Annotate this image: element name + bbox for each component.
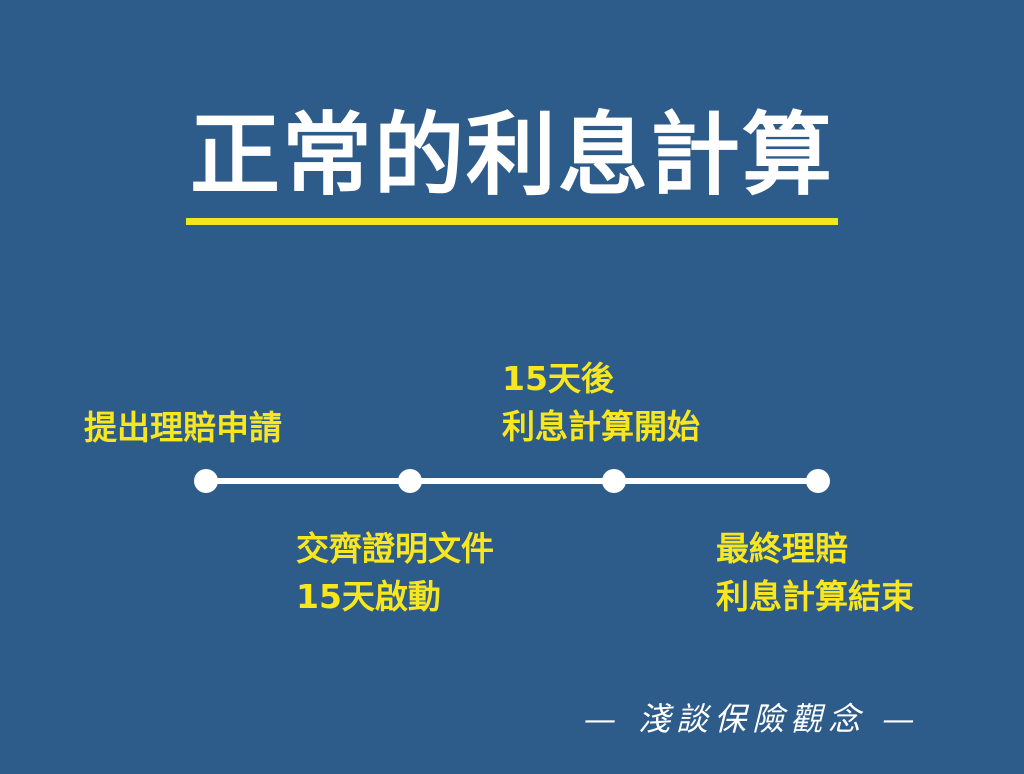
timeline-label-2-line-1: 交齊證明文件: [296, 529, 494, 568]
page-title: 正常的利息計算: [190, 103, 834, 208]
timeline-label-3-line-1: 15天後: [502, 359, 614, 398]
timeline-label-1-line-1: 提出理賠申請: [84, 408, 282, 447]
timeline-node-2: [398, 469, 422, 493]
timeline-node-4: [806, 469, 830, 493]
title-underline: [186, 218, 838, 225]
timeline-label-2-line-2: 15天啟動: [296, 577, 441, 616]
footer-caption: — 淺談保險觀念 —: [584, 700, 921, 738]
timeline-node-3: [602, 469, 626, 493]
timeline-label-3-line-2: 利息計算開始: [502, 407, 700, 446]
timeline-label-3: 15天後 利息計算開始: [502, 355, 700, 451]
timeline-label-4: 最終理賠 利息計算結束: [716, 525, 914, 621]
timeline-label-4-line-1: 最終理賠: [716, 529, 848, 568]
timeline-node-1: [194, 469, 218, 493]
timeline-label-4-line-2: 利息計算結束: [716, 577, 914, 616]
timeline-label-2: 交齊證明文件 15天啟動: [296, 525, 494, 621]
timeline-label-1: 提出理賠申請: [84, 404, 282, 452]
